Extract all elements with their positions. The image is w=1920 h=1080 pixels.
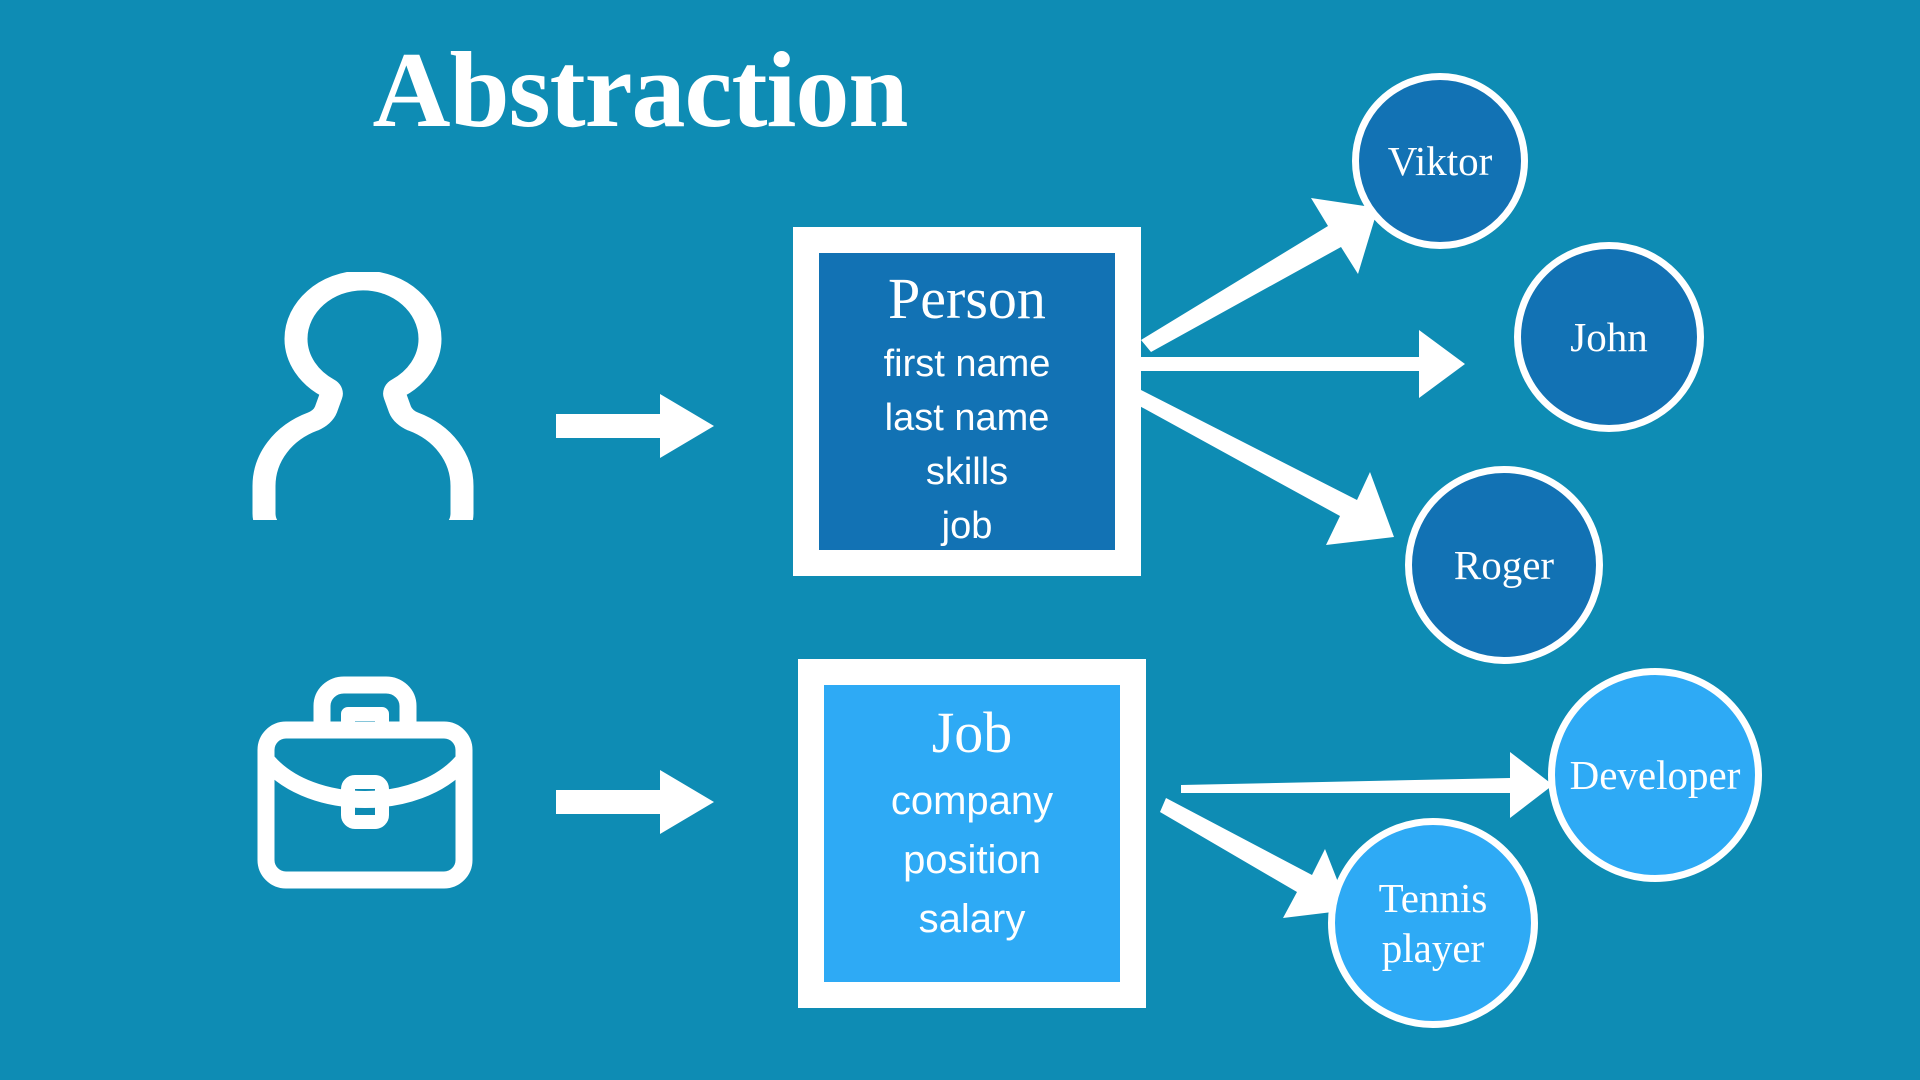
class-attr-person-0: first name (883, 342, 1051, 385)
instance-node-roger[interactable]: Roger (1405, 466, 1603, 664)
class-box-job[interactable]: Job company position salary (798, 659, 1146, 1008)
arrow-job-to-developer (1181, 752, 1553, 818)
class-attr-job-2: salary (918, 897, 1026, 942)
instance-node-tennis-player[interactable]: Tennis player (1328, 818, 1538, 1028)
class-attr-person-2: skills (925, 450, 1009, 493)
right-arrow-icon-person (556, 392, 716, 460)
class-box-person-inner: Person first name last name skills job (819, 253, 1115, 550)
class-attr-person-1: last name (884, 396, 1050, 439)
instance-node-developer[interactable]: Developer (1548, 668, 1762, 882)
person-icon (248, 270, 478, 549)
instance-node-viktor[interactable]: Viktor (1352, 73, 1528, 249)
arrow-job-to-tennis (1160, 798, 1349, 918)
page-title: Abstraction (372, 31, 909, 150)
class-attr-person-3: job (941, 504, 993, 547)
instance-label-tennis-player: Tennis player (1379, 873, 1488, 973)
right-arrow-icon-job (556, 768, 716, 836)
instance-node-john[interactable]: John (1514, 242, 1704, 432)
briefcase-icon (252, 672, 478, 892)
instance-label-viktor: Viktor (1387, 137, 1493, 184)
arrow-person-to-roger (1134, 390, 1394, 545)
instance-label-john: John (1570, 313, 1648, 360)
class-attr-job-1: position (903, 838, 1041, 883)
instance-label-roger: Roger (1453, 541, 1555, 588)
class-attr-job-0: company (890, 778, 1054, 823)
class-name-job: Job (931, 700, 1013, 765)
instance-label-developer: Developer (1569, 751, 1741, 798)
class-box-person[interactable]: Person first name last name skills job (793, 227, 1141, 576)
arrow-person-to-viktor (1141, 198, 1378, 352)
class-name-person: Person (888, 266, 1046, 331)
instance-label-tennis-player-line2: player (1381, 925, 1485, 971)
class-box-job-inner: Job company position salary (824, 685, 1120, 982)
arrow-person-to-john (1141, 330, 1465, 398)
instance-label-tennis-player-line1: Tennis (1378, 874, 1488, 921)
